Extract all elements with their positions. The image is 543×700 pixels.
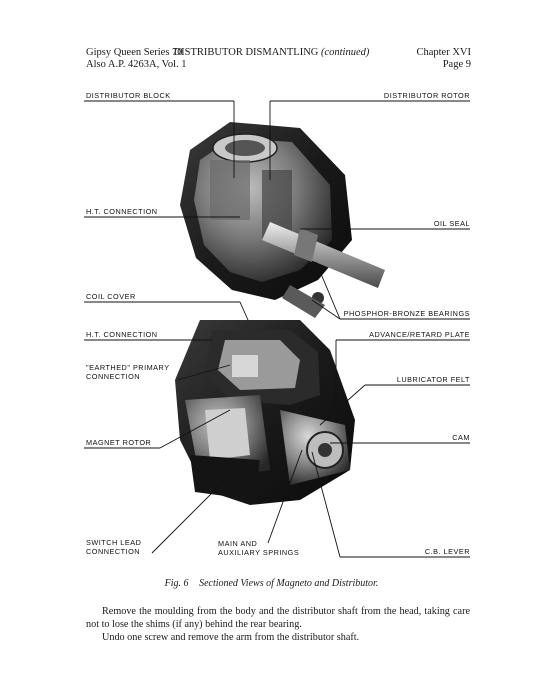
label-oil-seal: OIL SEAL bbox=[434, 219, 470, 228]
leader-switch-lead bbox=[151, 479, 226, 554]
leader-lines bbox=[84, 100, 470, 558]
label-distributor-block: DISTRIBUTOR BLOCK bbox=[86, 91, 171, 100]
leader-main-aux-springs bbox=[267, 449, 303, 544]
leader-earthed bbox=[177, 364, 231, 381]
header-page: Page 9 bbox=[442, 59, 471, 70]
figure-number: Fig. 6 bbox=[164, 578, 189, 589]
header-center: DISTRIBUTOR DISMANTLING (continued) bbox=[0, 47, 543, 59]
label-switch-lead-line1: SWITCH LEAD bbox=[86, 538, 141, 547]
figure-caption: Fig. 6 Sectioned Views of Magneto and Di… bbox=[0, 578, 543, 589]
leader-cb-lever-diag bbox=[311, 451, 341, 558]
label-magnet-rotor: MAGNET ROTOR bbox=[86, 438, 151, 447]
label-ht-connection-top: H.T. CONNECTION bbox=[86, 207, 158, 216]
leader-phosphor-bronze-a bbox=[315, 261, 341, 320]
label-advance-retard: ADVANCE/RETARD PLATE bbox=[369, 330, 470, 339]
label-main-aux-line1: MAIN AND bbox=[218, 539, 257, 548]
label-cb-lever: C.B. LEVER bbox=[425, 547, 470, 556]
label-distributor-rotor: DISTRIBUTOR ROTOR bbox=[384, 91, 470, 100]
magneto-photo bbox=[175, 320, 355, 505]
paragraph-1: Remove the moulding from the body and th… bbox=[86, 606, 470, 630]
leader-magnet-rotor-diag bbox=[159, 409, 231, 449]
header-series: Gipsy Queen Series 70 bbox=[86, 47, 183, 58]
label-earthed-line2: CONNECTION bbox=[86, 372, 140, 381]
label-switch-lead-line2: CONNECTION bbox=[86, 547, 140, 556]
header-title: DISTRIBUTOR DISMANTLING bbox=[173, 47, 319, 58]
leader-phosphor-bronze-b bbox=[311, 299, 341, 320]
leader-coil-cover-drop bbox=[239, 301, 249, 321]
label-coil-cover: COIL COVER bbox=[86, 292, 136, 301]
label-main-aux-line2: AUXILIARY SPRINGS bbox=[218, 548, 299, 557]
header-left: Gipsy Queen Series 70 Also A.P. 4263A, V… bbox=[86, 47, 187, 71]
distributor-photo bbox=[180, 122, 385, 318]
label-lubricator-felt: LUBRICATOR FELT bbox=[397, 375, 470, 384]
label-ht-connection-mid: H.T. CONNECTION bbox=[86, 330, 158, 339]
header-ap: Also A.P. 4263A, Vol. 1 bbox=[86, 59, 187, 70]
header-chapter: Chapter XVI bbox=[416, 47, 471, 58]
header-continued: (continued) bbox=[320, 47, 370, 58]
label-cam: CAM bbox=[452, 433, 470, 442]
label-earthed-line1: "EARTHED" PRIMARY bbox=[86, 363, 170, 372]
label-phosphor-bronze: PHOSPHOR-BRONZE BEARINGS bbox=[344, 309, 470, 318]
paragraph-2: Undo one screw and remove the arm from t… bbox=[102, 632, 360, 643]
header-right: Chapter XVI Page 9 bbox=[416, 47, 471, 71]
leader-lubricator-felt-diag bbox=[319, 384, 366, 426]
figure-caption-text: Sectioned Views of Magneto and Distribut… bbox=[199, 578, 379, 589]
